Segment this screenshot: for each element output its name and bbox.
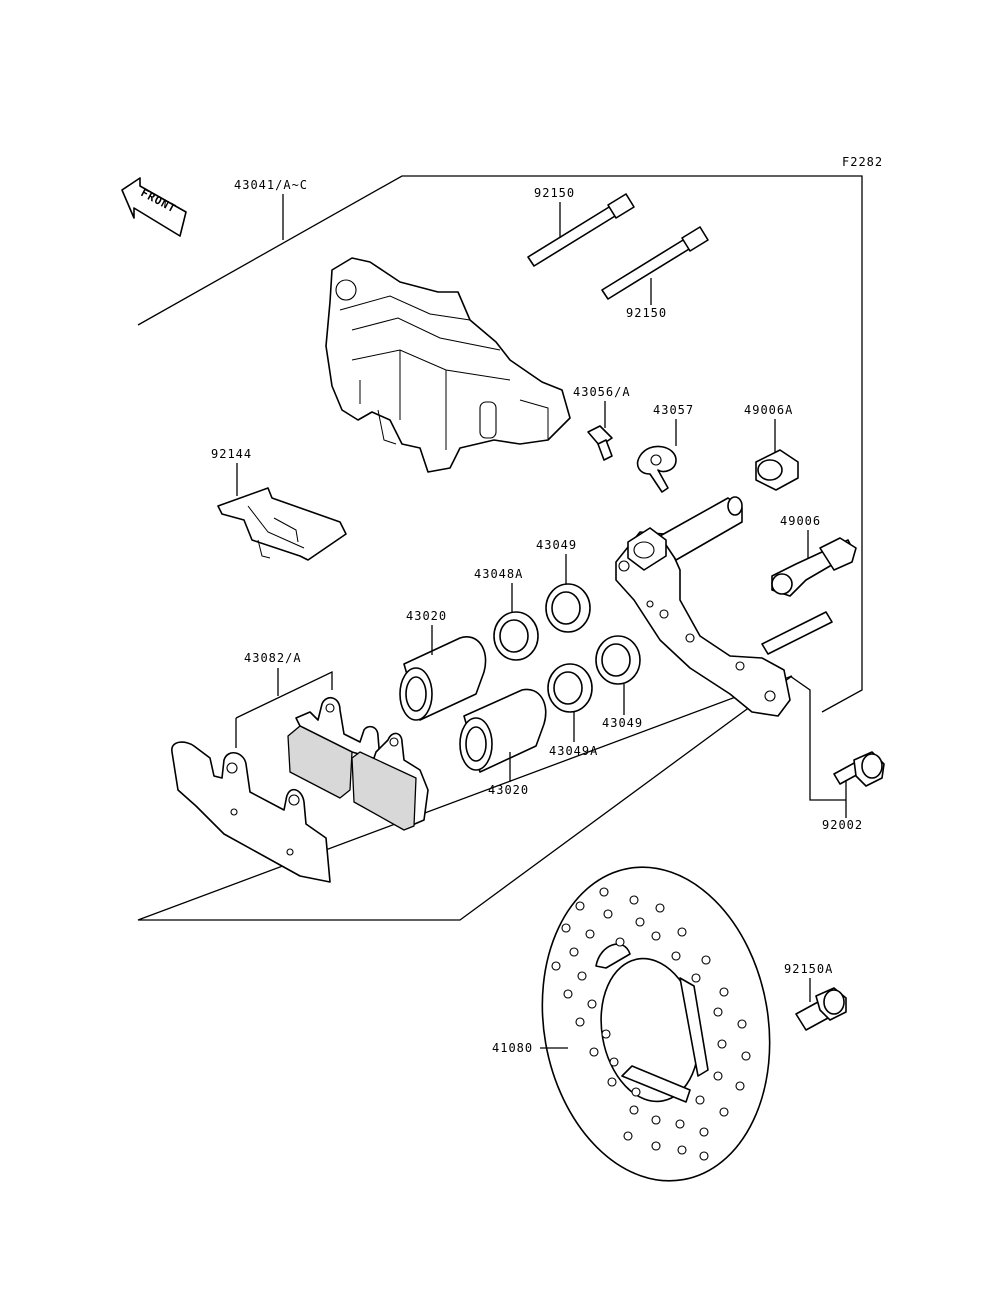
bleeder-valve-43056 bbox=[587, 425, 613, 461]
piston-43020-bottom bbox=[459, 688, 547, 773]
label-92150a: 92150A bbox=[784, 962, 833, 976]
label-43041: 43041/A~C bbox=[234, 178, 308, 192]
label-43020-top: 43020 bbox=[406, 609, 447, 623]
caliper-bracket bbox=[615, 496, 833, 717]
label-43056: 43056/A bbox=[573, 385, 631, 399]
label-43049-right: 43049 bbox=[602, 716, 643, 730]
label-92002: 92002 bbox=[822, 818, 863, 832]
clip-43057 bbox=[636, 445, 677, 493]
front-arrow-icon: FRONT bbox=[121, 177, 187, 237]
pad-spring-92144 bbox=[217, 487, 347, 561]
label-41080: 41080 bbox=[492, 1041, 533, 1055]
label-49006a: 49006A bbox=[744, 403, 793, 417]
label-43020-bottom: 43020 bbox=[488, 783, 529, 797]
pin-92150-top bbox=[527, 193, 635, 267]
bolt-49006 bbox=[771, 537, 857, 597]
leader-92002 bbox=[789, 675, 847, 818]
label-49006: 49006 bbox=[780, 514, 821, 528]
brake-pad-shim bbox=[171, 741, 331, 883]
seal-43049a bbox=[547, 663, 593, 713]
seal-43048a bbox=[493, 611, 539, 661]
brake-pad-right bbox=[351, 732, 429, 831]
label-43049a: 43049A bbox=[549, 744, 598, 758]
label-43048a: 43048A bbox=[474, 567, 523, 581]
figure-code: F2282 bbox=[842, 155, 883, 169]
label-92144: 92144 bbox=[211, 447, 252, 461]
caliper-body bbox=[325, 257, 571, 473]
label-92150-bottom: 92150 bbox=[626, 306, 667, 320]
bolt-92002 bbox=[833, 751, 885, 787]
disc-vent-holes bbox=[551, 887, 751, 1161]
seal-43049-top bbox=[545, 583, 591, 633]
brake-pad-left bbox=[287, 697, 381, 799]
bushing-49006a bbox=[755, 449, 799, 491]
label-43082: 43082/A bbox=[244, 651, 302, 665]
label-43049-top: 43049 bbox=[536, 538, 577, 552]
caliper-assembly-outline bbox=[137, 175, 863, 921]
label-92150-top: 92150 bbox=[534, 186, 575, 200]
pin-92150-bottom bbox=[601, 226, 709, 300]
bolt-92150a bbox=[795, 987, 847, 1031]
label-43057: 43057 bbox=[653, 403, 694, 417]
seal-43049-right bbox=[595, 635, 641, 685]
piston-43020-top bbox=[399, 636, 487, 721]
leader-43082 bbox=[235, 668, 333, 748]
brake-disc-41080 bbox=[541, 866, 771, 1182]
